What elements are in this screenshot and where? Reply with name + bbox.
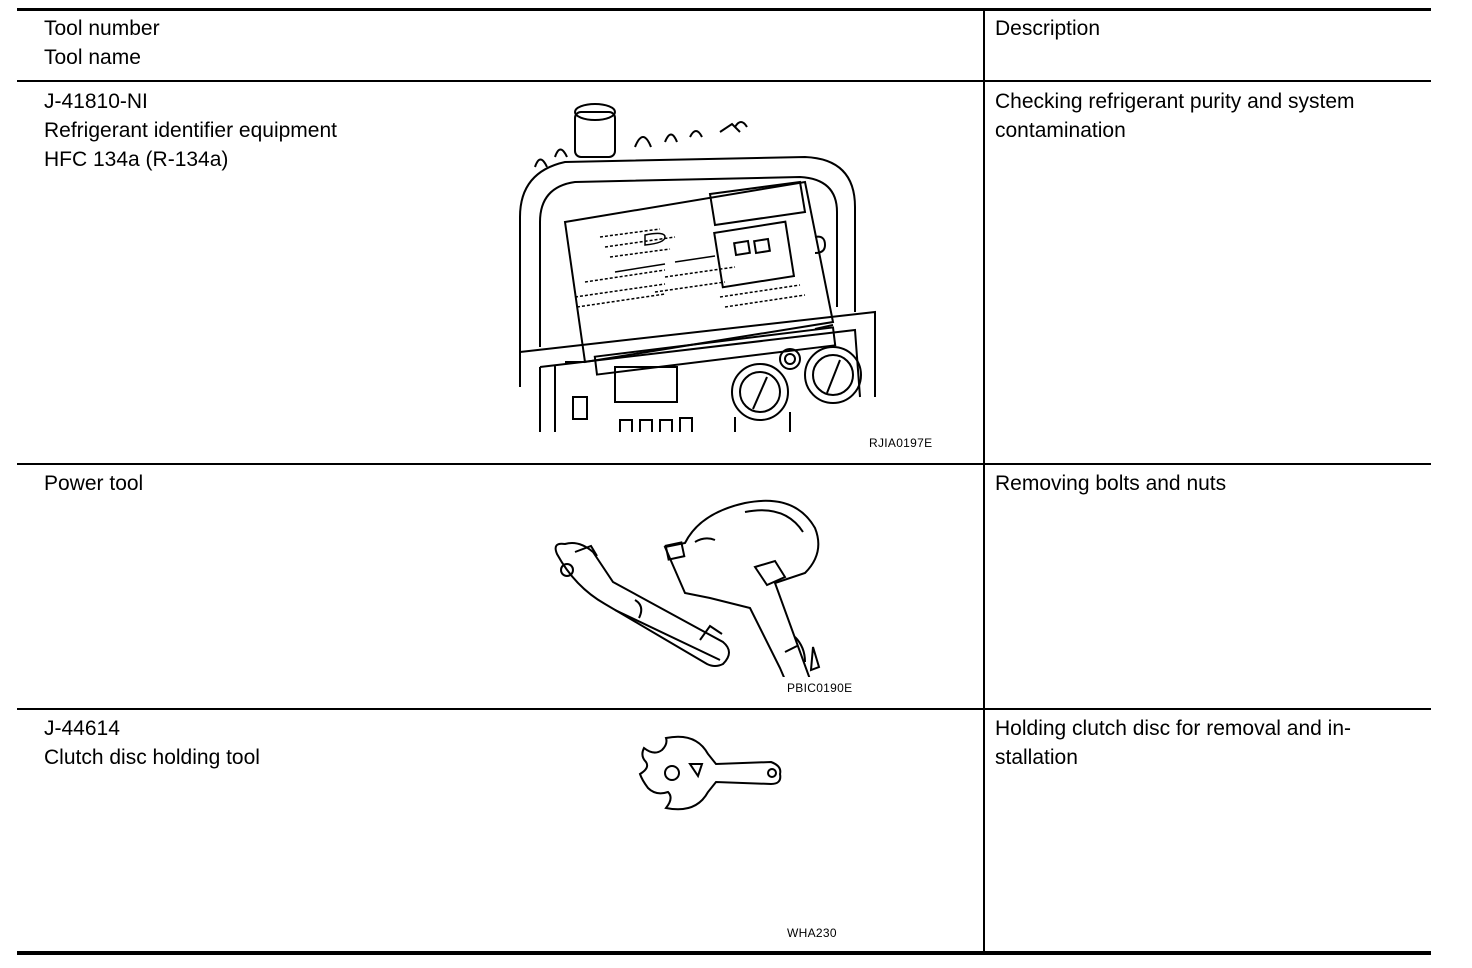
row-divider-1 <box>17 463 1431 465</box>
row-1-tool-cell: J-41810-NI Refrigerant identifier equipm… <box>44 87 337 174</box>
row-1-tool-name: Refrigerant identifier equipment <box>44 119 337 142</box>
row-3-tool-name: Clutch disc holding tool <box>44 746 260 769</box>
row-1-description-line-2: contamination <box>995 119 1126 142</box>
row-3-tool-cell: J-44614 Clutch disc holding tool <box>44 714 260 772</box>
row-1-description-line-1: Checking refrigerant purity and system <box>995 90 1355 113</box>
header-description: Description <box>995 17 1101 40</box>
row-3-description-cell: Holding clutch disc for removal and in- … <box>995 714 1405 772</box>
header-description-cell: Description <box>995 14 1405 43</box>
row-3-figure-code: WHA230 <box>787 926 837 940</box>
table-bottom-rule <box>17 951 1431 955</box>
row-2-description-line-1: Removing bolts and nuts <box>995 472 1227 495</box>
row-1-tool-spec: HFC 134a (R-134a) <box>44 148 229 171</box>
column-divider <box>983 8 985 952</box>
row-1-tool-number: J-41810-NI <box>44 90 148 113</box>
row-2-figure-code: PBIC0190E <box>787 681 853 695</box>
row-2-description-cell: Removing bolts and nuts <box>995 469 1405 498</box>
header-divider <box>17 80 1431 82</box>
row-3-tool-number: J-44614 <box>44 717 120 740</box>
refrigerant-identifier-illustration <box>519 103 876 432</box>
row-1-description-cell: Checking refrigerant purity and system c… <box>995 87 1405 145</box>
table-top-rule <box>17 8 1431 11</box>
row-2-tool-name: Power tool <box>44 472 144 495</box>
row-divider-2 <box>17 708 1431 710</box>
row-3-description-line-2: stallation <box>995 746 1078 769</box>
row-1-figure-code: RJIA0197E <box>869 436 933 450</box>
header-tool-cell: Tool number Tool name <box>44 14 160 72</box>
header-tool-number: Tool number <box>44 17 160 40</box>
header-tool-name: Tool name <box>44 46 141 69</box>
row-3-description-line-1: Holding clutch disc for removal and in- <box>995 717 1351 740</box>
power-tool-illustration <box>554 499 821 677</box>
clutch-disc-holding-tool-illustration <box>638 735 782 811</box>
special-tools-table <box>17 8 1431 956</box>
row-2-tool-cell: Power tool <box>44 469 143 498</box>
